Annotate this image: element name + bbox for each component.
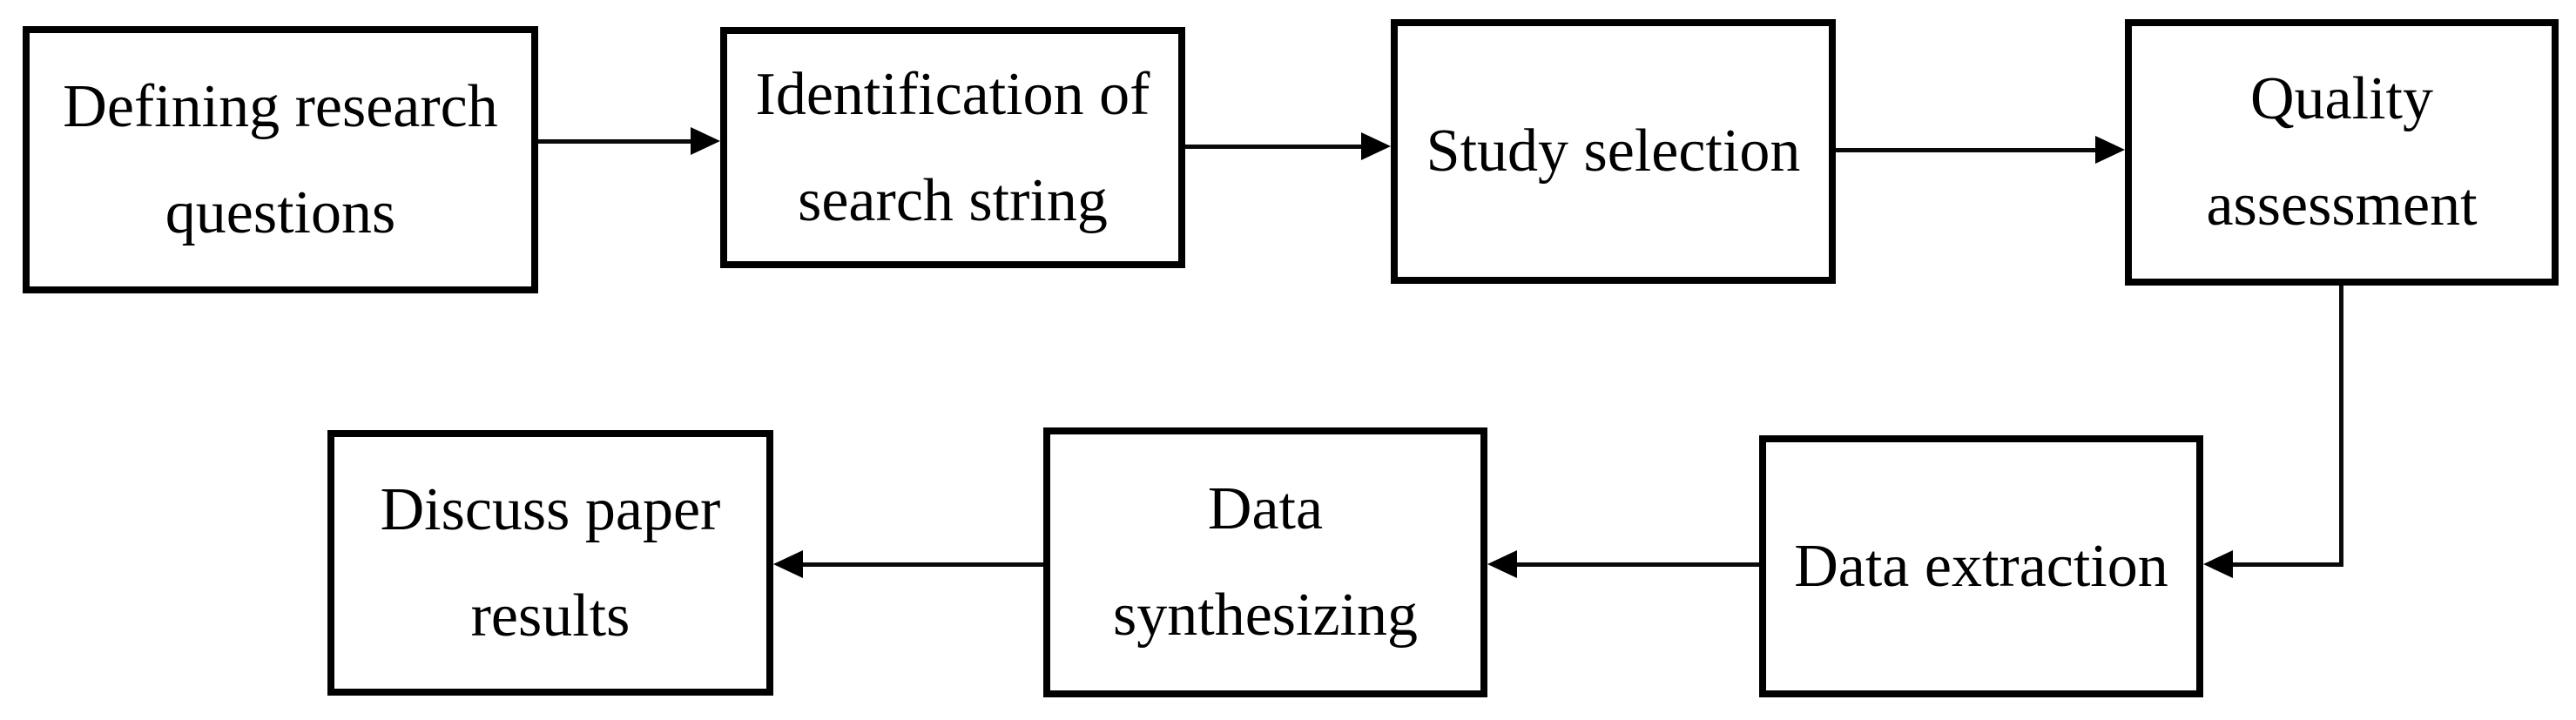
node-label-line: Defining research xyxy=(63,72,498,140)
node-label-line: search string xyxy=(798,166,1108,234)
node-label-line: synthesizing xyxy=(1113,582,1418,649)
node-label-line: results xyxy=(470,582,631,649)
node-label-line: Quality xyxy=(2250,65,2433,132)
node-label: Defining research questions xyxy=(63,54,497,266)
arrow-line xyxy=(1836,148,2097,152)
node-discuss-paper-results: Discuss paper results xyxy=(327,430,773,696)
arrow-line xyxy=(1515,562,1759,567)
node-identification-of-search-string: Identification of search string xyxy=(720,27,1185,268)
node-label-line: Data xyxy=(1207,475,1324,542)
arrow-line xyxy=(2231,562,2343,567)
node-label: Data extraction xyxy=(1794,514,2168,620)
arrowhead-right xyxy=(691,127,720,155)
node-data-synthesizing: Data synthesizing xyxy=(1043,427,1487,697)
arrow-line xyxy=(2339,286,2343,567)
node-label-line: Data extraction xyxy=(1794,532,2168,600)
arrow-line xyxy=(538,139,694,144)
node-study-selection: Study selection xyxy=(1391,19,1836,284)
node-quality-assessment: Quality assessment xyxy=(2125,19,2559,286)
node-label-line: questions xyxy=(165,178,396,246)
arrowhead-right xyxy=(1361,132,1391,160)
node-label: Identification of search string xyxy=(756,42,1150,254)
arrow-line xyxy=(1185,145,1363,149)
arrowhead-left xyxy=(1487,550,1517,578)
node-label: Quality assessment xyxy=(2206,46,2477,259)
node-label-line: Discuss paper xyxy=(380,475,721,543)
arrowhead-left xyxy=(773,550,803,578)
node-label: Study selection xyxy=(1426,98,1801,205)
arrowhead-left xyxy=(2203,550,2233,578)
node-label: Discuss paper results xyxy=(381,457,721,670)
node-data-extraction: Data extraction xyxy=(1759,435,2203,697)
node-label: Data synthesizing xyxy=(1113,456,1418,669)
arrow-line xyxy=(801,562,1043,567)
node-label-line: assessment xyxy=(2206,172,2478,239)
node-label-line: Identification of xyxy=(755,60,1150,128)
node-defining-research-questions: Defining research questions xyxy=(23,26,538,293)
arrowhead-right xyxy=(2095,136,2125,164)
node-label-line: Study selection xyxy=(1426,118,1801,185)
